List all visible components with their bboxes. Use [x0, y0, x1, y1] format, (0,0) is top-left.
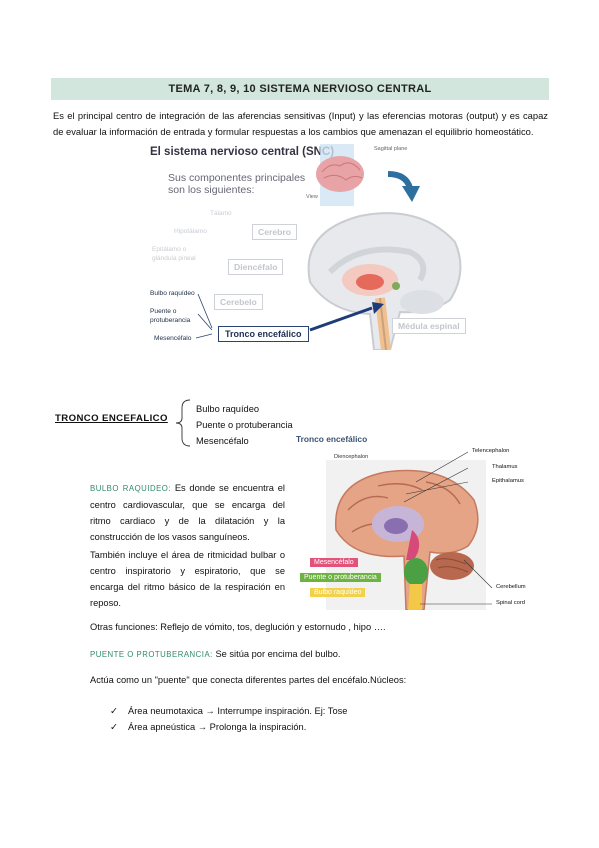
tronco-figure: Tronco encefálico Diencephalon Telenceph…	[296, 432, 542, 612]
tronco-pointer-lines	[195, 293, 384, 339]
tronco-figure-title: Tronco encefálico	[296, 434, 368, 444]
bulbo-text-1: Es donde se encuentra el centro cardiova…	[90, 483, 285, 542]
view-label: View	[306, 194, 318, 200]
tronco-encefalico-label: Tronco encefálico	[218, 326, 309, 342]
puente-label-2: protuberancia	[150, 317, 191, 324]
checklist-text-1: Área neumotaxica → Interrumpe inspiració…	[128, 706, 348, 716]
bulbo-paragraph: BULBO RAQUIDEO: Es donde se encuentra el…	[90, 480, 285, 545]
sagittal-label: Sagittal plane	[374, 146, 408, 152]
bulbo-label: BULBO RAQUIDEO:	[90, 484, 172, 493]
hipotalamo-label: Hipotálamo	[174, 228, 207, 235]
medula-espinal-label: Médula espinal	[392, 318, 466, 334]
thalamus-label: Thalamus	[492, 464, 518, 470]
cerebro-label: Cerebro	[252, 224, 297, 240]
snc-figure-title: El sistema nervioso central (SNC)	[150, 146, 335, 158]
title-bar: TEMA 7, 8, 9, 10 SISTEMA NERVIOSO CENTRA…	[51, 78, 549, 100]
puente-tag: Puente o protuberancia	[300, 573, 381, 582]
cerebelo-label: Cerebelo	[214, 294, 263, 310]
diencephalon-label: Diencephalon	[334, 454, 369, 460]
checklist-text-2: Área apneústica → Prolonga la inspiració…	[128, 722, 307, 732]
diencefalo-label: Diencéfalo	[228, 259, 284, 275]
fig2-leader-lines	[403, 451, 493, 605]
glandula-pineal-label: glándula pineal	[152, 255, 196, 262]
tronco-heading: TRONCO ENCEFALICO	[55, 413, 168, 424]
check-icon: ✓	[110, 706, 118, 717]
brain-sagittal-illustration	[307, 212, 462, 350]
small-brain-icon	[316, 144, 364, 206]
brace-icon	[175, 399, 191, 447]
intro-paragraph: Es el principal centro de integración de…	[53, 110, 548, 137]
telencephalon-label: Telencephalon	[472, 448, 510, 454]
bulbo-tag: Bulbo raquídeo	[310, 588, 366, 597]
puente-description: Actúa como un "puente" que conecta difer…	[90, 675, 407, 685]
check-icon: ✓	[110, 722, 118, 733]
puente-label: PUENTE O PROTUBERANCIA:	[90, 650, 213, 659]
snc-subtitle-2: son los siguientes:	[168, 184, 255, 196]
talamo-label: Tálamo	[210, 210, 232, 217]
snc-figure: El sistema nervioso central (SNC) Sus co…	[140, 142, 470, 350]
puente-paragraph: PUENTE O PROTUBERANCIA: Se sitúa por enc…	[90, 646, 341, 663]
mesencefalo-label: Mesencéfalo	[154, 335, 192, 342]
checklist-item-2: ✓ Área apneústica → Prolonga la inspiraci…	[110, 719, 306, 736]
epithalamus-label: Epithalamus	[492, 478, 524, 484]
puente-label-1: Puente o	[150, 308, 177, 315]
curved-arrow-icon	[387, 171, 420, 202]
spinal-cord-label: Spinal cord	[496, 600, 526, 606]
page-title: TEMA 7, 8, 9, 10 SISTEMA NERVIOSO CENTRA…	[168, 83, 432, 95]
tronco-item-mesencefalo: Mesencéfalo	[196, 436, 249, 446]
tronco-item-puente: Puente o protuberancia	[196, 420, 293, 430]
mesencefalo-tag: Mesencéfalo	[310, 558, 358, 567]
brain-stem-illustration	[326, 460, 486, 610]
epitalamo-label: Epitálamo o	[152, 246, 187, 253]
checklist-item-1: ✓ Área neumotaxica → Interrumpe inspiraci…	[110, 703, 347, 720]
otras-funciones: Otras funciones: Reflejo de vómito, tos,…	[90, 622, 386, 632]
snc-subtitle-1: Sus componentes principales	[168, 172, 306, 184]
puente-text: Se sitúa por encima del bulbo.	[215, 649, 341, 659]
bulbo-paragraph-2: También incluye el área de ritmicidad bu…	[90, 550, 285, 608]
cerebellum-label: Cerebellum	[496, 584, 526, 590]
tronco-item-bulbo: Bulbo raquídeo	[196, 404, 260, 414]
bulbo-raquideo-label: Bulbo raquídeo	[150, 290, 195, 297]
